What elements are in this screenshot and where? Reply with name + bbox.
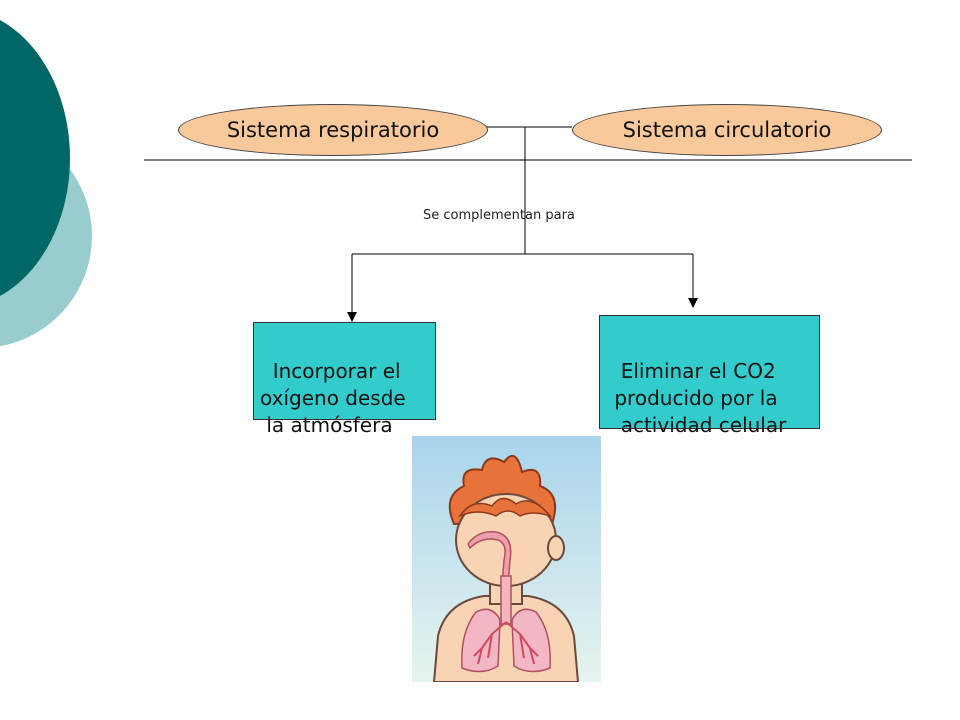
box-left-text: Incorporar el oxígeno desde la atmósfera: [260, 359, 406, 437]
oval-right-label: Sistema circulatorio: [622, 118, 832, 142]
decor-dark-circle: [0, 20, 70, 296]
left-lung: [461, 608, 501, 673]
right-lung: [511, 608, 551, 673]
bronchi: [473, 621, 539, 665]
child-ear: [547, 535, 565, 561]
arrow-right-head: [688, 298, 698, 308]
arrow-left-head: [347, 312, 357, 322]
child-hair-fringe: [457, 497, 553, 518]
child-lungs-illustration: [412, 436, 601, 682]
slide-decoration: [0, 20, 92, 347]
oval-left-label: Sistema respiratorio: [226, 118, 440, 142]
box-incorporar-oxigeno: Incorporar el oxígeno desde la atmósfera: [253, 322, 436, 437]
oval-sistema-respiratorio: Sistema respiratorio: [178, 104, 488, 156]
box-right-text: Eliminar el CO2 producido por la activid…: [614, 359, 787, 437]
oval-sistema-circulatorio: Sistema circulatorio: [572, 104, 882, 156]
connector-label: Se complementan para: [423, 208, 575, 223]
box-eliminar-co2: Eliminar el CO2 producido por la activid…: [599, 315, 820, 437]
trachea: [500, 575, 512, 625]
